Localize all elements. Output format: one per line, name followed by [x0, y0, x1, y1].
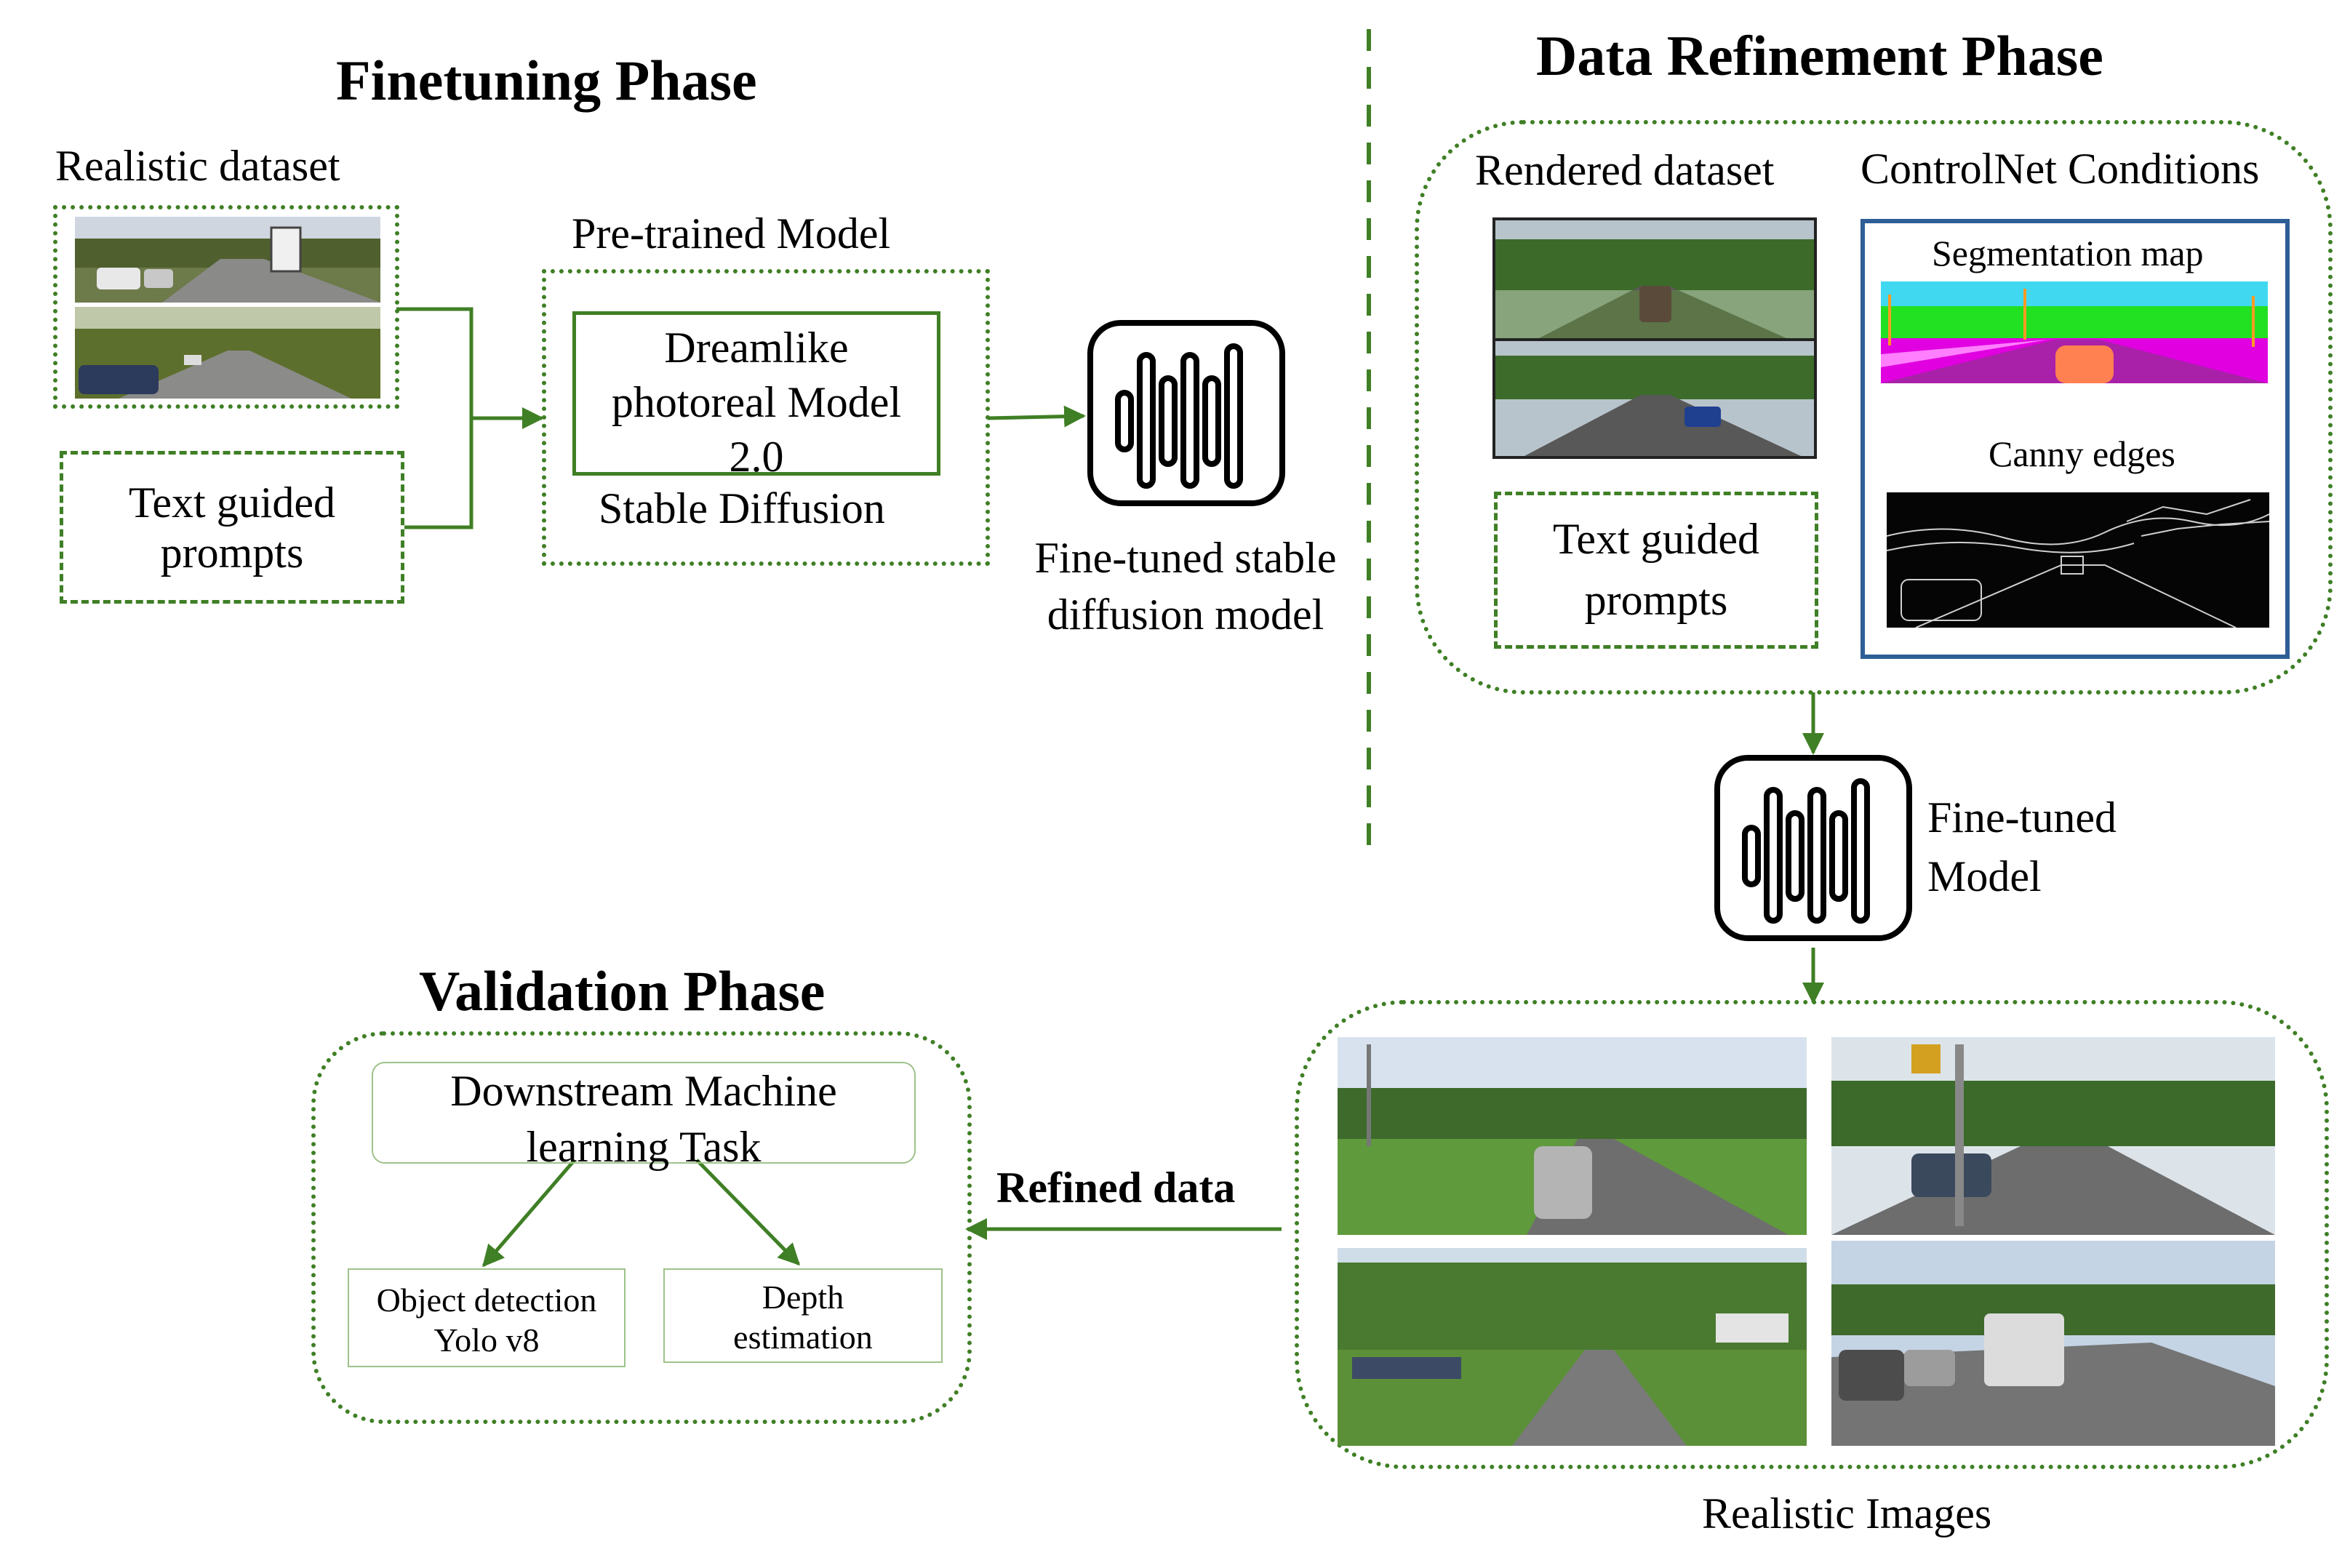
refinement-text-prompts-box: Text guided prompts [1494, 492, 1818, 649]
refinement-prompts-line-2: prompts [1584, 576, 1728, 624]
depth-estimation-line-1: Depth [762, 1279, 844, 1316]
pretrained-model-label: Pre-trained Model [572, 209, 891, 257]
realistic-photo-1 [75, 217, 380, 303]
finetuned-stable-line-2: diffusion model [1047, 591, 1324, 639]
arrow-to-finetuned-stable [987, 405, 1086, 428]
rendered-dataset-images [1492, 217, 1817, 459]
realistic-photo-2 [75, 307, 380, 399]
validation-phase-title: Validation Phase [419, 959, 826, 1023]
waveform-icon [1742, 778, 1870, 924]
finetuned-stable-caption: Fine-tuned stable diffusion model [1004, 529, 1367, 643]
realistic-image-4 [1831, 1241, 2275, 1446]
canny-edges-image [1887, 492, 2269, 628]
connector-dataset [396, 307, 473, 418]
arrow-to-object-detection [482, 1159, 576, 1268]
validation-box: Downstream Machine learning Task Object … [311, 1031, 972, 1424]
finetuned-stable-line-1: Fine-tuned stable [1034, 534, 1337, 582]
depth-estimation-box: Depth estimation [663, 1268, 943, 1363]
waveform-icon [1115, 343, 1243, 489]
realistic-images-label: Realistic Images [1702, 1489, 1992, 1537]
finetuned-model-line-2: Model [1927, 852, 2042, 900]
dreamlike-line-2: photoreal Model [611, 378, 902, 426]
segmentation-map-label: Segmentation map [1932, 233, 2204, 273]
object-detection-line-1: Object detection [376, 1281, 597, 1319]
finetuned-stable-diffusion-icon [1087, 320, 1285, 506]
segmentation-map-image [1881, 281, 2268, 383]
refinement-phase-title: Data Refinement Phase [1536, 24, 2103, 87]
text-prompts-line-2: prompts [160, 529, 304, 577]
arrow-to-depth-estimation [695, 1159, 801, 1266]
rendered-dataset-label: Rendered dataset [1475, 146, 1775, 194]
canny-edges-label: Canny edges [1989, 433, 2175, 474]
finetuned-model-caption: Fine-tuned Model [1927, 788, 2117, 906]
downstream-line-1: Downstream Machine [450, 1067, 837, 1115]
realistic-image-3 [1338, 1248, 1807, 1446]
realistic-image-2 [1831, 1037, 2275, 1235]
refinement-box: Rendered dataset ControlNet Conditions S… [1415, 120, 2333, 695]
refined-data-label: Refined data [996, 1164, 1236, 1212]
downstream-task-box: Downstream Machine learning Task [372, 1062, 916, 1171]
realistic-images-box [1295, 1000, 2329, 1469]
controlnet-conditions-label: ControlNet Conditions [1861, 145, 2260, 193]
dreamlike-line-3: 2.0 [729, 433, 784, 481]
finetuned-model-icon [1714, 755, 1912, 941]
connector-prompts [404, 418, 473, 529]
finetuning-phase-title: Finetuning Phase [336, 49, 757, 112]
controlnet-conditions-box: Segmentation map Canny edges [1861, 219, 2290, 659]
dreamlike-line-1: Dreamlike [664, 324, 849, 372]
pretrained-model-box: Dreamlike photoreal Model 2.0 Stable Dif… [542, 269, 990, 566]
text-prompts-line-1: Text guided [128, 479, 336, 527]
realistic-dataset-label: Realistic dataset [55, 142, 340, 190]
object-detection-line-2: Yolo v8 [433, 1321, 540, 1359]
realistic-dataset-box [53, 205, 399, 409]
finetuned-model-line-1: Fine-tuned [1927, 793, 2117, 841]
stable-diffusion-label: Stable Diffusion [599, 484, 885, 532]
downstream-line-2: learning Task [526, 1122, 762, 1171]
finetuning-text-prompts-box: Text guided prompts [60, 451, 404, 604]
depth-estimation-line-2: estimation [733, 1319, 873, 1356]
refinement-prompts-line-1: Text guided [1552, 515, 1760, 563]
dreamlike-model-box: Dreamlike photoreal Model 2.0 [572, 311, 940, 481]
realistic-image-1 [1338, 1037, 1807, 1235]
object-detection-box: Object detection Yolo v8 [348, 1268, 626, 1367]
